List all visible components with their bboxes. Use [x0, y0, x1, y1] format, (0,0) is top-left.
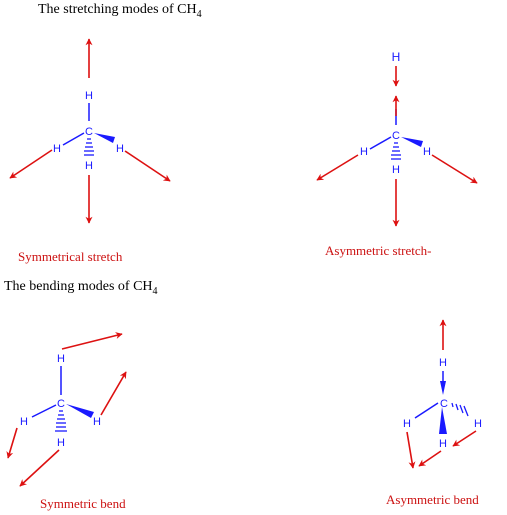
hydrogen-atom-top: H	[57, 353, 65, 365]
hydrogen-atom-right: H	[423, 146, 431, 158]
symmetric-bend-caption: Symmetric bend	[40, 496, 126, 511]
bond-c-h-left	[31, 404, 57, 418]
wedge-bond-up	[440, 381, 446, 395]
hydrogen-atom-right: H	[93, 416, 101, 428]
hydrogen-atom-left: H	[360, 146, 368, 158]
symmetric-bend-molecule: C H H H H	[6, 332, 127, 487]
bending-title-subscript: 4	[152, 285, 158, 297]
hash-bond-down	[55, 410, 67, 432]
arrow-right-down	[431, 154, 478, 184]
bond-c-h-left	[369, 136, 392, 150]
hydrogen-atom-bottom: H	[57, 437, 65, 449]
asymmetric-bend-molecule: C H H H H	[403, 319, 482, 469]
hydrogen-atom-left: H	[20, 416, 28, 428]
arrow-left-down	[316, 154, 359, 181]
hydrogen-atom-left: H	[53, 143, 61, 155]
symmetrical-stretch-caption: Symmetrical stretch	[18, 249, 123, 264]
hydrogen-atom-right: H	[116, 143, 124, 155]
bending-title-text: The bending modes of CH	[4, 279, 153, 294]
arrow-left-down	[406, 431, 416, 469]
carbon-atom: C	[57, 398, 65, 410]
symmetrical-stretch-molecule: C H H H H	[9, 38, 171, 224]
hash-bond-down	[84, 138, 94, 156]
arrow-top-right	[61, 332, 123, 350]
hash-bond-down	[391, 142, 401, 160]
hydrogen-atom-bottom: H	[85, 160, 93, 172]
arrow-left-down	[9, 149, 53, 179]
stretching-title-subscript: 4	[196, 8, 202, 20]
arrow-right-up	[100, 371, 127, 416]
stretching-modes-title: The stretching modes of CH4	[38, 2, 202, 20]
arrow-left-down	[6, 427, 18, 459]
asymmetric-stretch-caption: Asymmetric stretch-	[325, 243, 432, 258]
wedge-bond-right	[94, 133, 115, 143]
hydrogen-atom-top: H	[392, 50, 401, 64]
asymmetric-bend-caption: Asymmetric bend	[386, 492, 479, 507]
arrow-bottom-down	[19, 449, 60, 487]
hydrogen-atom-top: H	[439, 357, 447, 369]
bending-modes-title: The bending modes of CH4	[4, 279, 158, 297]
arrow-right-left	[452, 430, 477, 447]
hydrogen-atom-bottom: H	[392, 164, 400, 176]
hydrogen-atom-left: H	[403, 418, 411, 430]
hydrogen-atom-bottom: H	[439, 438, 447, 450]
stretching-title-text: The stretching modes of CH	[38, 2, 197, 17]
hydrogen-atom-top: H	[85, 90, 93, 102]
carbon-atom: C	[392, 130, 400, 142]
wedge-bond-right	[401, 137, 423, 147]
hydrogen-atom-right: H	[474, 418, 482, 430]
bond-c-h-left	[414, 402, 439, 419]
wedge-bond-down	[439, 407, 447, 434]
carbon-atom: C	[85, 126, 93, 138]
asymmetric-stretch-molecule: C H H H H	[316, 50, 478, 227]
wedge-bond-right	[66, 404, 94, 418]
arrow-bottom-left	[418, 450, 442, 467]
bond-c-h-left	[62, 132, 85, 146]
hash-bond-right	[451, 402, 469, 417]
carbon-atom: C	[440, 398, 448, 410]
arrow-right-down	[124, 150, 171, 182]
